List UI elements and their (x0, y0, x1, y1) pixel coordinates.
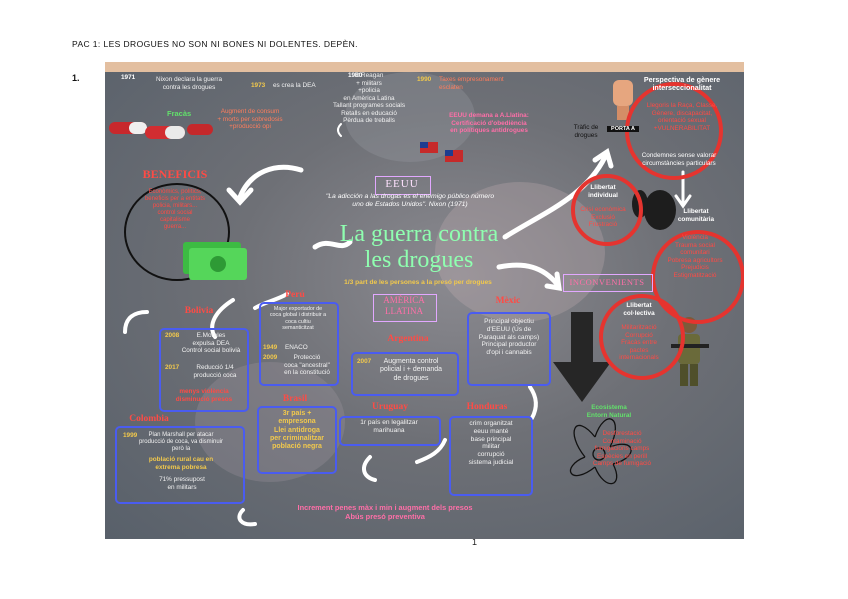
poster-top-band (105, 62, 744, 72)
argentina-year-2007: 2007 (357, 358, 372, 365)
peru-box (259, 302, 339, 386)
colombia-box (115, 426, 245, 504)
uruguay-name: Uruguay (372, 402, 408, 412)
mexic-text: Principal objectiu d'EEUU (Ús de Paraqua… (478, 318, 540, 357)
page-number: 1 (472, 537, 478, 547)
nixon-declaration: Nixon declara la guerra contra les drogu… (155, 76, 223, 91)
colombia-name: Colombia (129, 414, 169, 424)
inconvenients-box (563, 274, 653, 292)
eeuu-demands: EEUU demana a A.Llatina: Certificació d'… (449, 112, 529, 135)
mexic-box (467, 312, 551, 386)
honduras-name: Honduras (466, 402, 508, 412)
uruguay-text: 1r país en legalitzar marihuana (360, 419, 418, 434)
brasil-box (257, 406, 337, 474)
colombia-rural-poverty: població rural cau en extrema pobresa (148, 456, 214, 471)
pills-image (109, 122, 213, 139)
honduras-text: crim organitzat eeuu manté base principa… (468, 420, 514, 466)
bolivia-2008-text: E.Morales expulsa DEA Control social bol… (181, 332, 241, 355)
prison-rates: Taxes empresonament esclaten (439, 76, 504, 91)
honduras-box (449, 416, 533, 496)
beneficis-text: Econòmics, polítics, beneficis per a ent… (144, 189, 206, 231)
question-number: 1. (72, 73, 80, 83)
brasil-name: Brasil (282, 394, 308, 404)
bolivia-name: Bolivia (184, 306, 214, 316)
llibertat-individual-title: Llibertat individual (588, 184, 618, 199)
mind-map-poster: 1971 Nixon declara la guerra contra les … (105, 62, 744, 539)
america-llatina-box (373, 294, 437, 322)
reagan-policies: R.Reagan + militars +policia en Amèrica … (332, 72, 406, 125)
bolivia-2017-text: Reducció 1/4 producció coca (193, 364, 237, 379)
bottom-penalties: Increment penes màx i min i augment dels… (297, 503, 473, 521)
argentina-name: Argentina (387, 334, 429, 344)
colombia-1999-text: Plan Marshall per atacar producció de co… (138, 432, 224, 453)
bolivia-box (159, 328, 249, 412)
fracas-label: Fracàs (167, 109, 192, 118)
peru-name: Perú (285, 290, 305, 300)
year-1980: 1980 (348, 72, 363, 79)
sentences-text: Condemnes sense valorar circumstàncies p… (641, 152, 717, 167)
bolivia-year-2008: 2008 (165, 332, 180, 339)
colombia-year-1999: 1999 (123, 432, 138, 439)
year-1973: 1973 (251, 82, 266, 89)
llibertat-individual-text: Crisi econòmica Exclusió Frustració (580, 206, 626, 229)
background-pill-shape (345, 72, 475, 162)
drug-trafficking: Tràfic de drogues (573, 124, 599, 139)
gender-title: Perspectiva de gènere interseccionalitat (643, 75, 721, 93)
main-title-line2: les drogues (364, 247, 474, 273)
gender-text: Llegoris la Raça, Classe, Gènere, discap… (646, 102, 718, 132)
llibertat-comunitaria-circle (651, 230, 744, 324)
usa-flags-image (420, 142, 463, 162)
uruguay-box (339, 416, 441, 446)
mexic-name: Mèxic (495, 296, 521, 306)
peru-text: Major exportador de coca global i distri… (269, 306, 327, 332)
consumption-increase: Augment de consum + morts per sobredosis… (217, 108, 283, 131)
white-arrows (123, 123, 692, 527)
america-llatina-label: AMÈRICA LLATINA (383, 295, 425, 316)
llibertat-individual-circle (571, 174, 643, 246)
peru-year-1949: 1949 (263, 344, 278, 351)
year-1990: 1990 (417, 76, 432, 83)
llibertat-collectiva-circle (599, 294, 685, 380)
main-title-line1: La guerra contra (339, 221, 499, 247)
document-title: PAC 1: LES DROGUES NO SON NI BONES NI DO… (72, 39, 358, 49)
nixon-quote: "La adicción a las drogas es el enemigo … (325, 193, 495, 209)
argentina-2007-text: Augmenta control policial i + demanda de… (379, 358, 443, 382)
peru-1949-text: ENACO (285, 344, 308, 351)
beneficis-title: BENEFICIS (142, 167, 208, 181)
llibertat-comunitaria-title: Llibertat comunitària (677, 208, 715, 223)
inconvenients-label: INCONVENIENTS (569, 277, 645, 287)
money-image (183, 242, 247, 280)
bolivia-year-2017: 2017 (165, 364, 180, 371)
prison-third: 1/3 part de les persones a la presó per … (344, 279, 492, 286)
peru-2009-text: Protecció coca "ancestral" en la constit… (284, 354, 330, 377)
llibertat-collectiva-title: Llibertat col·lectiva (623, 302, 655, 317)
ecosistema-text: Desforestació Contaminació fumigacions c… (592, 430, 652, 468)
peru-year-2009: 2009 (263, 354, 278, 361)
argentina-box (351, 352, 459, 396)
flower-image (569, 418, 632, 485)
brasil-text: 3r país + empresona Llei antidroga per c… (269, 410, 325, 450)
down-arrow-image (553, 312, 611, 402)
eeuu-label: EEUU (385, 178, 419, 190)
ecosistema-title: Ecosistema Entorn Natural (586, 404, 632, 419)
llibertat-collectiva-text: Militarització Corrupció Fracàs entre pa… (619, 324, 659, 362)
year-1971: 1971 (121, 74, 136, 81)
dea-created: es crea la DEA (273, 82, 316, 89)
bolivia-result: menys violència disminució presos (175, 388, 233, 403)
portal-label: PORTA A (607, 126, 639, 133)
background-pill-shape (195, 362, 345, 482)
eeuu-box (375, 176, 431, 195)
colombia-military-budget: 71% pressupost en militars (159, 476, 205, 491)
poster-graphics (109, 80, 709, 527)
llibertat-comunitaria-text: Violència Trauma social comunitari Pobre… (667, 234, 723, 279)
